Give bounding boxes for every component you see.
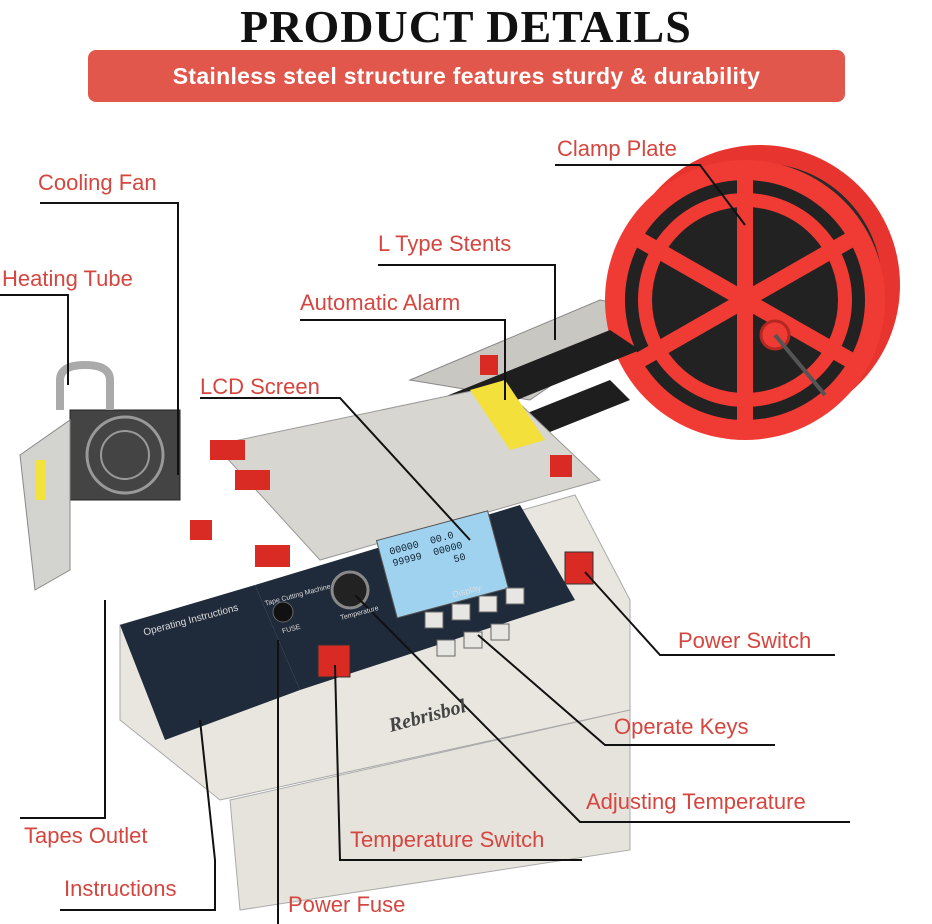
feature-banner: Stainless steel structure features sturd… <box>88 50 845 102</box>
label-adjusting-temperature: Adjusting Temperature <box>586 789 806 814</box>
tape-reel <box>605 145 900 440</box>
leader-temperature-switch <box>334 664 582 861</box>
leader-heating-tube <box>0 294 69 385</box>
page-title: PRODUCT DETAILS <box>240 1 692 52</box>
leader-clamp-plate <box>555 164 746 226</box>
label-heating-tube: Heating Tube <box>2 266 133 291</box>
label-instructions: Instructions <box>64 876 177 901</box>
instruction-panel <box>120 585 300 740</box>
label-tapes-outlet: Tapes Outlet <box>24 823 148 848</box>
label-power-switch: Power Switch <box>678 628 812 653</box>
leader-cooling-fan <box>40 202 179 475</box>
banner-text: Stainless steel structure features sturd… <box>172 62 761 89</box>
leader-l-type-stents <box>378 264 556 340</box>
label-lcd-screen: LCD Screen <box>200 374 320 399</box>
label-cooling-fan: Cooling Fan <box>38 170 157 195</box>
operate-keys <box>424 587 525 657</box>
leader-operate-keys <box>477 634 775 746</box>
temperature-switch <box>317 644 351 678</box>
lcd-row3-right: 50 <box>452 552 468 567</box>
power-switch <box>564 551 594 585</box>
leader-instructions <box>60 719 216 911</box>
label-temperature-switch: Temperature Switch <box>350 827 545 852</box>
label-operate-keys: Operate Keys <box>614 714 749 739</box>
label-automatic-alarm: Automatic Alarm <box>300 290 461 315</box>
power-fuse <box>272 601 294 623</box>
leader-tapes-outlet <box>20 600 106 819</box>
leader-power-switch <box>584 571 835 656</box>
leader-lcd-screen <box>200 397 471 541</box>
label-power-fuse: Power Fuse <box>288 892 406 917</box>
label-clamp-plate: Clamp Plate <box>557 136 677 161</box>
leader-automatic-alarm <box>300 319 506 400</box>
heating-tube <box>56 360 114 410</box>
leader-adjusting-temperature <box>354 594 850 823</box>
lcd-screen <box>375 510 509 619</box>
label-l-type-stents: L Type Stents <box>378 231 512 256</box>
